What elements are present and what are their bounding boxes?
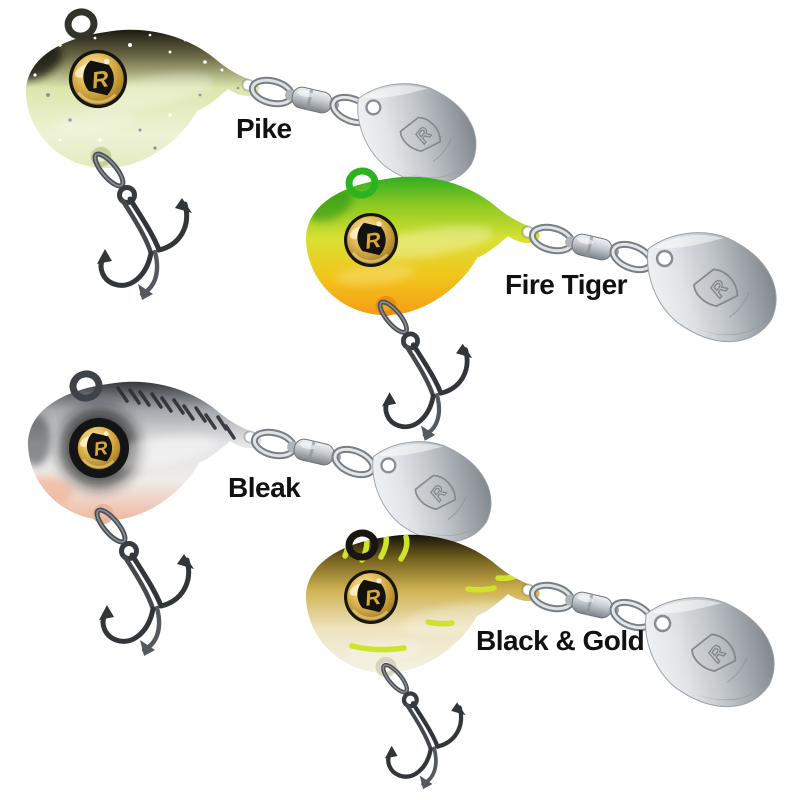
spinner-blade xyxy=(620,569,796,730)
lure-eye xyxy=(342,568,400,626)
spinner-blade xyxy=(622,204,798,365)
line-tie-eyelet xyxy=(64,8,98,40)
line-tie-eyelet xyxy=(69,370,103,402)
lure-label-pike: Pike xyxy=(236,113,292,144)
lure-label-fire-tiger: Fire Tiger xyxy=(505,269,628,300)
lure-fire-tiger: Fire Tiger xyxy=(305,167,798,441)
lure-label-black-gold: Black & Gold xyxy=(476,625,644,656)
swivel xyxy=(530,223,655,274)
lure-label-bleak: Bleak xyxy=(228,472,301,503)
lure-eye xyxy=(342,211,400,269)
treble-hook xyxy=(91,150,192,300)
lure-bleak: Bleak xyxy=(27,370,511,656)
treble-hook xyxy=(380,662,466,789)
treble-hook xyxy=(93,506,194,656)
line-tie-eyelet xyxy=(345,529,379,561)
treble-hook xyxy=(376,298,472,440)
line-tie-eyelet xyxy=(345,167,379,199)
lure-eye xyxy=(73,422,125,474)
lure-black-gold: Black & Gold xyxy=(305,529,796,789)
lure-eye xyxy=(67,48,129,110)
